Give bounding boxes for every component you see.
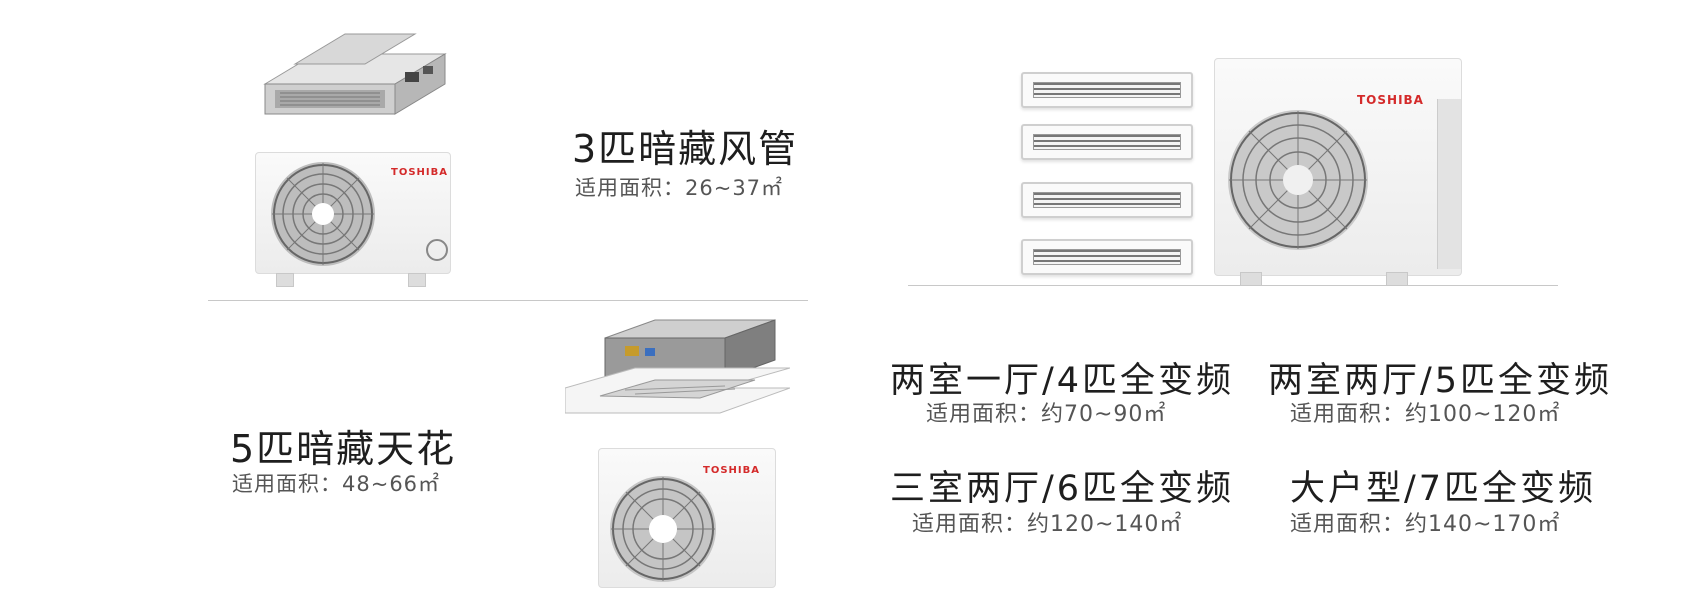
multi4-area: 适用面积：约70~90㎡	[926, 402, 1167, 427]
multi5-area: 适用面积：约100~120㎡	[1290, 402, 1561, 427]
divider-left	[208, 300, 808, 301]
multi7-title: 大户型/7匹全变频	[1290, 469, 1597, 509]
brand-logo: TOSHIBA	[391, 167, 448, 178]
outdoor-unit-icon: TOSHIBA	[1214, 58, 1462, 276]
cassette-unit-icon	[565, 319, 790, 414]
fan-grille-icon	[1228, 110, 1368, 250]
outdoor-unit-icon: TOSHIBA	[598, 448, 776, 588]
unit-foot	[1240, 272, 1262, 286]
divider-right	[908, 285, 1558, 286]
vent-grille-icon	[1021, 182, 1193, 218]
vent-grille-icon	[1021, 239, 1193, 275]
unit-foot	[1386, 272, 1408, 286]
fan-grille-icon	[271, 162, 375, 266]
multi6-title: 三室两厅/6匹全变频	[890, 469, 1235, 509]
unit-foot	[276, 273, 294, 287]
pipe-icon	[426, 239, 448, 261]
cassette5-title: 5匹暗藏天花	[230, 427, 457, 471]
fan-grille-icon	[610, 476, 716, 582]
vent-grille-icon	[1021, 72, 1193, 108]
multi7-area: 适用面积：约140~170㎡	[1290, 512, 1561, 537]
outdoor-unit-icon: TOSHIBA	[255, 152, 451, 274]
duct3-area: 适用面积：26~37㎡	[575, 176, 784, 200]
cassette5-area: 适用面积：48~66㎡	[232, 472, 441, 496]
vent-grille-icon	[1021, 124, 1193, 160]
multi4-title: 两室一厅/4匹全变频	[890, 361, 1235, 401]
ceiling-duct-unit-icon	[263, 33, 447, 115]
unit-side-panel	[1437, 99, 1461, 269]
multi6-area: 适用面积：约120~140㎡	[912, 512, 1183, 537]
brand-logo: TOSHIBA	[703, 465, 760, 476]
brand-logo: TOSHIBA	[1357, 93, 1424, 107]
duct3-title: 3匹暗藏风管	[572, 127, 799, 171]
unit-foot	[408, 273, 426, 287]
multi5-title: 两室两厅/5匹全变频	[1268, 361, 1613, 401]
